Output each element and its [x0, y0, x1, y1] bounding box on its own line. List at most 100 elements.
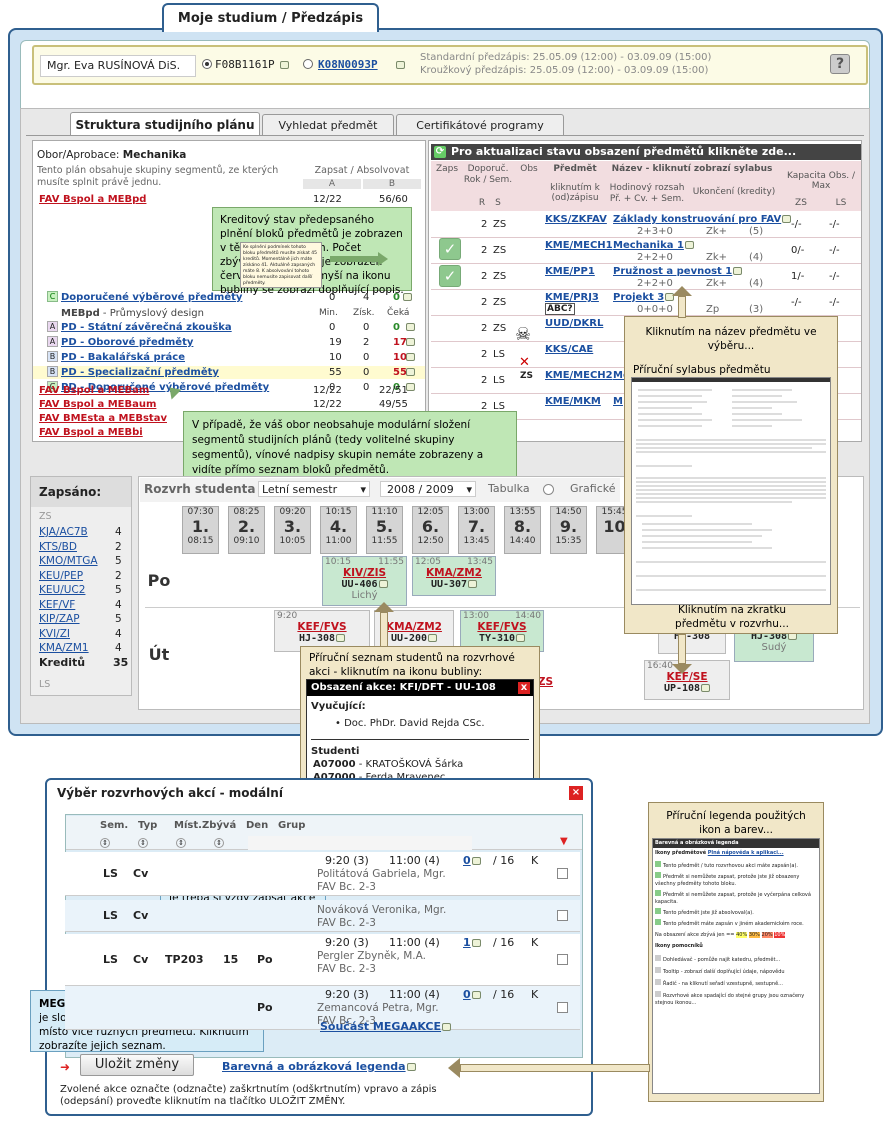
bubble-icon[interactable]: [396, 61, 405, 69]
study2-link[interactable]: K08N0093P: [318, 58, 378, 71]
segment-link[interactable]: FAV Bspol a MEBaum: [39, 399, 157, 410]
row-checkbox[interactable]: [557, 1002, 568, 1013]
segment-link[interactable]: PD - Specializační předměty: [61, 367, 219, 378]
event-code[interactable]: KEF/SE: [666, 671, 708, 683]
bubble-icon[interactable]: [336, 634, 346, 642]
bubble-icon[interactable]: [471, 857, 481, 865]
legend-link[interactable]: Barevná a obrázková legenda: [222, 1060, 416, 1073]
modal-header-cell[interactable]: Sem.: [100, 820, 129, 831]
row-checkbox[interactable]: [557, 954, 568, 965]
enrolled-code-link[interactable]: KEU/PEP: [39, 569, 84, 582]
segment-link[interactable]: FAV BMEsta a MEBstav: [39, 413, 167, 424]
sort-icon[interactable]: ⇕: [214, 838, 224, 848]
subject-code-link[interactable]: KKS/CAE: [545, 344, 594, 355]
tab-moje-studium[interactable]: Moje studium / Předzápis: [162, 3, 379, 32]
bubble-icon[interactable]: [406, 338, 415, 346]
check-icon[interactable]: ✓: [439, 238, 461, 260]
subject-code-link[interactable]: KME/MECH2: [545, 370, 613, 381]
bubble-icon[interactable]: [471, 939, 481, 947]
refresh-bar[interactable]: ⟳ Pro aktualizaci stavu obsazení předmět…: [431, 144, 861, 160]
study2-radio[interactable]: [303, 59, 313, 69]
row-count-link[interactable]: 1: [463, 936, 471, 949]
close-icon[interactable]: ×: [569, 786, 583, 800]
bubble-icon[interactable]: [468, 580, 478, 588]
schedule-event[interactable]: 16:40 KEF/SE UP-108: [644, 660, 730, 700]
subject-code-link[interactable]: UUD/DKRL: [545, 318, 604, 329]
bubble-icon[interactable]: [406, 368, 415, 376]
tab-vyhledat[interactable]: Vyhledat předmět: [262, 114, 394, 136]
event-code[interactable]: KIV/ZIS: [342, 567, 387, 579]
enrolled-code-link[interactable]: KTS/BD: [39, 540, 77, 553]
subject-code-link[interactable]: KME/MKM: [545, 396, 601, 407]
bubble-icon[interactable]: [442, 1023, 452, 1031]
enrolled-code-link[interactable]: KIP/ZAP: [39, 613, 80, 625]
bubble-icon[interactable]: [406, 353, 415, 361]
year-select[interactable]: 2008 / 2009▾: [380, 481, 476, 497]
bubble-icon[interactable]: [406, 1063, 416, 1071]
sort-down-icon[interactable]: ▼: [560, 836, 568, 847]
modal-header-cell[interactable]: Typ: [138, 820, 158, 831]
study1-radio[interactable]: [202, 59, 212, 69]
megaakce-link[interactable]: Součást MEGAAKCE: [320, 1020, 452, 1033]
subject-name-link[interactable]: Pružnost a pevnost 1: [613, 266, 733, 277]
segment-link[interactable]: PD - Státní závěrečná zkouška: [61, 322, 232, 333]
help-button[interactable]: ?: [830, 54, 850, 74]
segment-link[interactable]: PD - Bakalářská práce: [61, 352, 185, 363]
bubble-icon[interactable]: [406, 323, 415, 331]
bubble-icon[interactable]: [378, 580, 388, 588]
bubble-icon[interactable]: [280, 61, 289, 69]
check-icon[interactable]: ✓: [439, 265, 461, 287]
schedule-event[interactable]: 9:20 KEF/FVS HJ-308: [274, 610, 370, 652]
refresh-text[interactable]: Pro aktualizaci stavu obsazení předmětů …: [451, 145, 797, 158]
segment-link[interactable]: FAV Bspol a MEBam: [39, 385, 150, 396]
refresh-icon[interactable]: ⟳: [434, 146, 446, 158]
event-code[interactable]: KEF/FVS: [297, 621, 347, 633]
sort-icon[interactable]: ⇕: [176, 838, 186, 848]
view-graficke[interactable]: Grafické: [570, 482, 616, 495]
legend-help-link[interactable]: Plná nápověda k aplikaci...: [707, 850, 784, 856]
close-icon[interactable]: x: [518, 682, 530, 694]
subject-name-link[interactable]: Me: [613, 370, 630, 381]
segment-link[interactable]: FAV Bspol a MEBpd: [39, 194, 147, 205]
row-checkbox[interactable]: [557, 868, 568, 879]
subject-code-link[interactable]: KME/MECH1: [545, 240, 613, 251]
segment-link[interactable]: PD - Oborové předměty: [61, 337, 194, 348]
bubble-icon[interactable]: [471, 991, 481, 999]
enrolled-code-link[interactable]: KEU/UC2: [39, 584, 86, 596]
tab-certifikaty[interactable]: Certifikátové programy: [396, 114, 564, 136]
segment-link[interactable]: Doporučené výběrové předměty: [61, 292, 243, 303]
enrolled-code-link[interactable]: KVI/ZI: [39, 627, 70, 640]
bubble-icon[interactable]: [406, 383, 415, 391]
sort-icon[interactable]: ⇕: [100, 838, 110, 848]
sort-icon[interactable]: ⇕: [138, 838, 148, 848]
bubble-icon[interactable]: [701, 684, 711, 692]
row-count-link[interactable]: 0: [463, 988, 471, 1001]
subject-code-link[interactable]: KME/PRJ3: [545, 292, 599, 303]
subject-name-link[interactable]: Základy konstruování pro FAV: [613, 214, 782, 225]
bubble-icon[interactable]: [733, 267, 743, 275]
bubble-icon[interactable]: [403, 293, 412, 301]
segment-link[interactable]: FAV Bspol a MEBbi: [39, 427, 143, 438]
enrolled-code-link[interactable]: KEF/VF: [39, 598, 76, 611]
modal-header-cell[interactable]: Grup: [278, 820, 306, 831]
view-tabulka[interactable]: Tabulka: [488, 482, 530, 495]
event-code[interactable]: KMA/ZM2: [386, 621, 442, 633]
subject-code-link[interactable]: KME/PP1: [545, 266, 595, 277]
segment-link[interactable]: PD - Doporučené výběrové předměty: [61, 382, 270, 393]
bubble-icon[interactable]: [428, 634, 438, 642]
bubble-icon[interactable]: [782, 215, 792, 223]
legend-link-text[interactable]: Barevná a obrázková legenda: [222, 1060, 406, 1073]
modal-header-cell[interactable]: Den: [246, 820, 269, 831]
tab-struktura[interactable]: Struktura studijního plánu: [70, 112, 260, 136]
enrolled-code-link[interactable]: KMO/MTGA: [39, 555, 98, 567]
subject-name-link[interactable]: Mechanika 1: [613, 240, 684, 251]
row-checkbox[interactable]: [557, 910, 568, 921]
enrolled-code-link[interactable]: KMA/ZM1: [39, 642, 89, 654]
event-code[interactable]: KMA/ZM2: [426, 567, 482, 579]
save-button[interactable]: Uložit změny: [80, 1054, 194, 1076]
modal-header-cell[interactable]: Zbývá: [202, 820, 237, 831]
modal-header-cell[interactable]: Míst.: [174, 820, 202, 831]
